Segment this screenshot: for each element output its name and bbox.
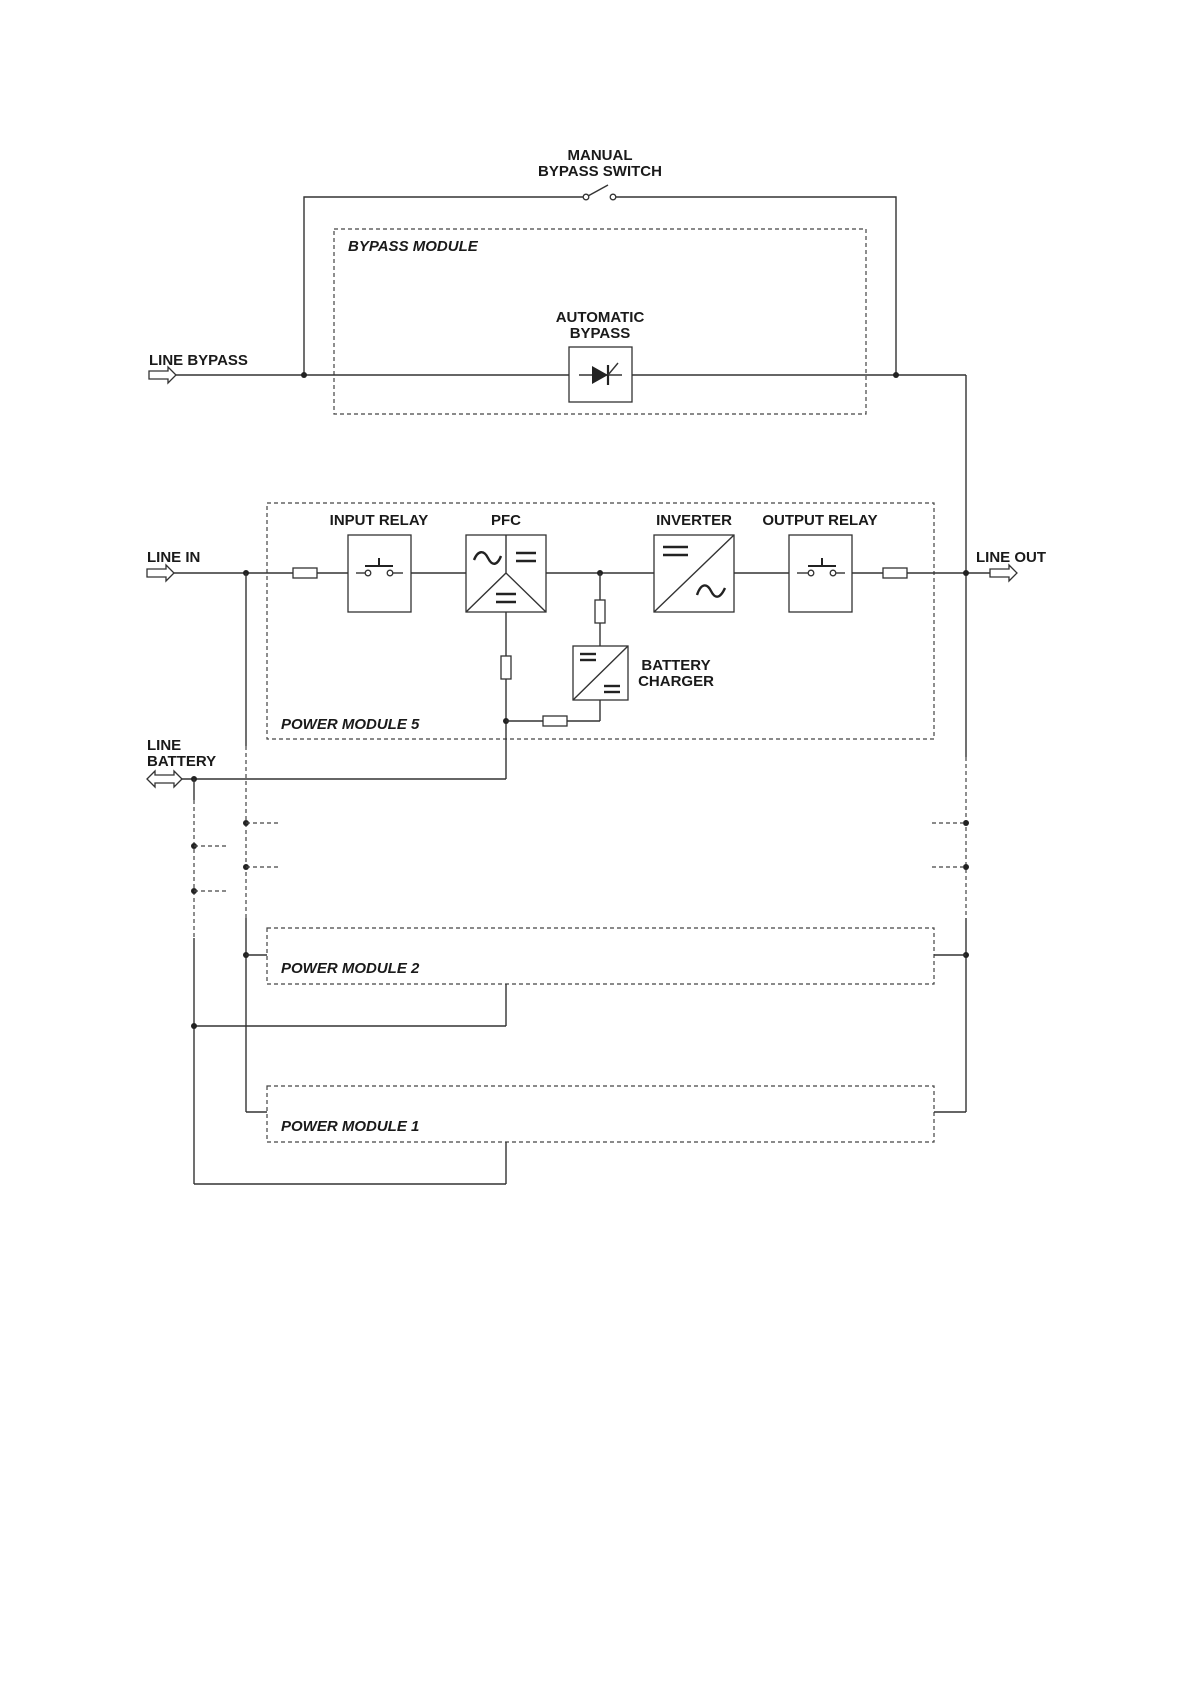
inverter-label: INVERTER	[656, 512, 732, 529]
bypass-module: BYPASS MODULE AUTOMATIC BYPASS	[334, 229, 866, 414]
bypass-module-label: BYPASS MODULE	[348, 238, 479, 255]
line-battery-label-line1: LINE	[147, 737, 181, 754]
power-module-2-label: POWER MODULE 2	[281, 960, 420, 977]
line-out-label: LINE OUT	[976, 549, 1046, 566]
line-bypass-arrow-icon	[149, 367, 176, 383]
power-module-2: POWER MODULE 2	[191, 928, 969, 1029]
input-relay-label: INPUT RELAY	[330, 512, 429, 529]
pfc-label: PFC	[491, 512, 521, 529]
battery-fuse	[501, 656, 511, 679]
power-module-5-label: POWER MODULE 5	[281, 716, 420, 733]
line-in-arrow-icon	[147, 565, 174, 581]
line-battery-label-line2: BATTERY	[147, 753, 216, 770]
line-bypass-label: LINE BYPASS	[149, 352, 248, 369]
line-in-label: LINE IN	[147, 549, 200, 566]
battery-charger-label-line1: BATTERY	[641, 657, 710, 674]
charger-output-fuse	[543, 716, 567, 726]
automatic-bypass-label-line1: AUTOMATIC	[556, 309, 645, 326]
power-module-5: POWER MODULE 5 LINE IN INPUT RELAY PFC	[147, 503, 1046, 779]
line-battery-arrow-icon	[147, 771, 182, 787]
output-fuse	[883, 568, 907, 578]
line-out-arrow-icon	[990, 565, 1017, 581]
power-module-1-label: POWER MODULE 1	[281, 1118, 419, 1135]
battery-charger-label-line2: CHARGER	[638, 673, 714, 690]
output-relay-label: OUTPUT RELAY	[762, 512, 877, 529]
input-fuse	[293, 568, 317, 578]
power-module-1: POWER MODULE 1	[194, 1086, 966, 1184]
line-battery-input: LINE BATTERY	[147, 737, 506, 787]
manual-bypass-label-line1: MANUAL	[568, 147, 633, 164]
manual-bypass-label-line2: BYPASS SWITCH	[538, 163, 662, 180]
automatic-bypass-label-line2: BYPASS	[570, 325, 631, 342]
charger-fuse	[595, 600, 605, 623]
